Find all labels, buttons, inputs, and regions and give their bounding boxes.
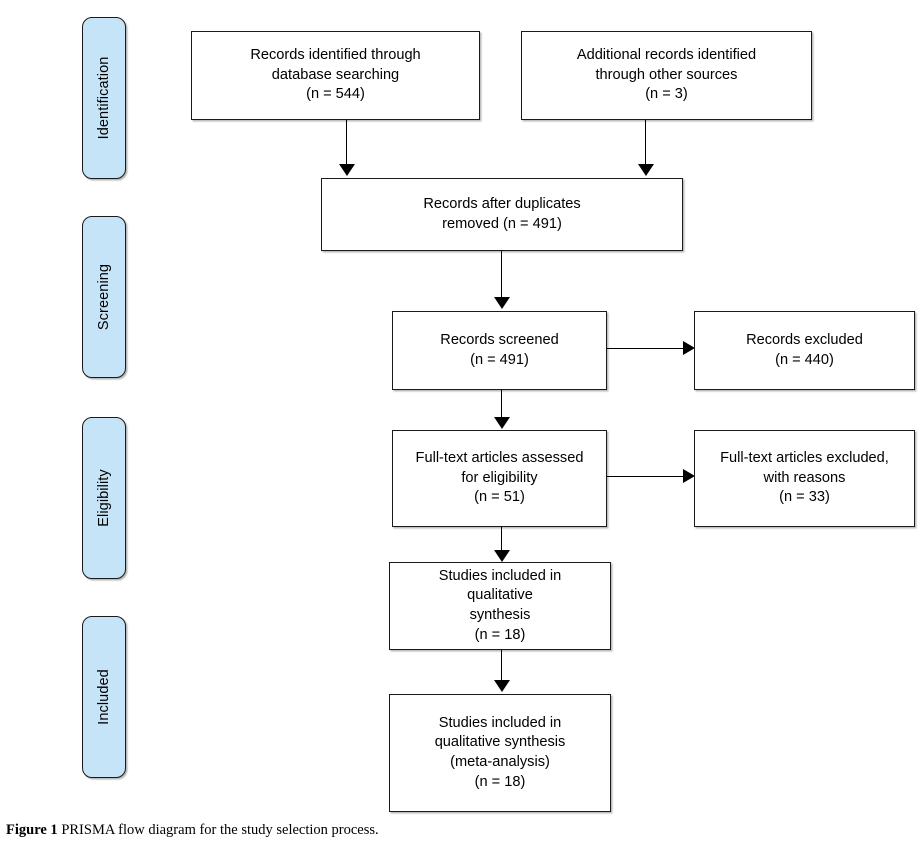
stage-label-screening: Screening [96,263,112,331]
arrowhead-fulltext-excluded [683,469,695,483]
figure-caption-text: PRISMA flow diagram for the study select… [61,822,379,838]
node-label: Studies included in qualitative synthesi… [438,567,562,643]
arrowhead-meta-analysis [494,680,510,692]
node-label: Records screened (n = 491) [440,331,559,368]
connector-qualitative-to-meta [501,650,502,682]
figure-caption: Figure 1 PRISMA flow diagram for the stu… [6,822,886,839]
stage-bar-identification: Identification [82,17,126,179]
node-records-excluded: Records excluded (n = 440) [694,311,915,390]
node-records-screened: Records screened (n = 491) [392,311,607,390]
stage-label-eligibility: Eligibility [96,469,112,527]
stage-label-included: Included [96,669,112,725]
arrowhead-identified-db [339,164,355,176]
node-label: Records after duplicates removed (n = 49… [423,195,581,232]
node-label: Records excluded (n = 440) [746,331,863,368]
node-additional-records-other-sources: Additional records identified through ot… [521,31,812,120]
node-studies-included-qualitative: Studies included in qualitative synthesi… [389,562,611,650]
node-records-identified-database: Records identified through database sear… [191,31,480,120]
node-label: Studies included in qualitative synthesi… [434,714,566,790]
connector-identified-other-down [645,120,646,167]
node-label: Full-text articles excluded, with reason… [720,450,889,506]
stage-label-identification: Identification [96,56,112,140]
connector-after-duplicates-to-screened [501,251,502,299]
node-label: Full-text articles assessed for eligibil… [415,450,584,506]
arrowhead-records-screened [494,297,510,309]
connector-fulltext-to-excluded [607,476,685,477]
node-label: Additional records identified through ot… [576,47,757,103]
stage-bar-screening: Screening [82,216,126,378]
arrowhead-records-excluded [683,341,695,355]
arrowhead-identified-other [638,164,654,176]
arrowhead-qualitative-synthesis [494,550,510,562]
node-fulltext-articles-assessed: Full-text articles assessed for eligibil… [392,430,607,527]
node-studies-included-meta-analysis: Studies included in qualitative synthesi… [389,694,611,812]
stage-bar-included: Included [82,616,126,778]
connector-identified-db-down [346,120,347,167]
node-fulltext-articles-excluded: Full-text articles excluded, with reason… [694,430,915,527]
node-records-after-duplicates: Records after duplicates removed (n = 49… [321,178,683,251]
node-label: Records identified through database sear… [250,47,421,103]
connector-screened-to-fulltext [501,390,502,420]
stage-bar-eligibility: Eligibility [82,417,126,579]
arrowhead-fulltext-assessed [494,417,510,429]
connector-screened-to-excluded [607,348,685,349]
figure-caption-label: Figure 1 [6,822,58,838]
connector-fulltext-to-qualitative [501,527,502,555]
